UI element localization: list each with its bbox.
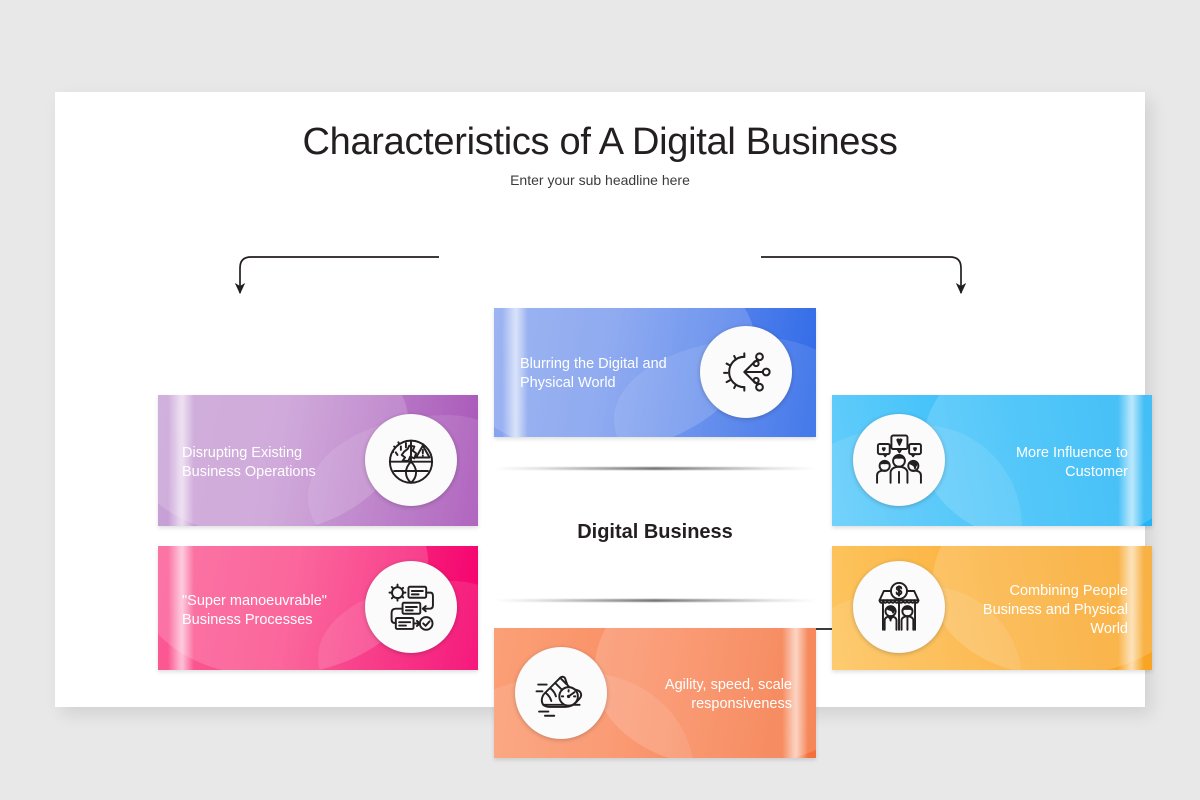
hub-divider-bottom <box>494 599 816 602</box>
card-more-influence-to-customer[interactable]: More Influence to Customer <box>832 395 1152 526</box>
gear-circuit-icon <box>700 326 792 418</box>
page-subtitle: Enter your sub headline here <box>510 172 690 188</box>
card-label: Agility, speed, scale responsiveness <box>664 677 792 712</box>
card-label: More Influence to Customer <box>1015 445 1128 480</box>
storefront-people-icon <box>853 561 945 653</box>
slide-panel: Characteristics of A Digital Business En… <box>55 92 1152 758</box>
card-label: Disrupting Existing Business Operations <box>182 445 316 480</box>
card-agility-speed-scale[interactable]: Agility, speed, scale responsiveness <box>494 628 816 758</box>
hub-label: Digital Business <box>577 521 733 543</box>
connector-blue-to-purple <box>234 256 439 295</box>
card-label: Combining People Business and Physical W… <box>982 583 1128 637</box>
page-title: Characteristics of A Digital Business <box>302 121 898 163</box>
card-disrupting-business-operations[interactable]: Disrupting Existing Business Operations <box>158 395 478 526</box>
card-combining-people-business-physical[interactable]: Combining People Business and Physical W… <box>832 546 1152 670</box>
card-label: "Super manoeuvrable" Business Processes <box>182 593 327 628</box>
running-shoe-speedometer-icon <box>515 647 607 739</box>
hub-divider-top <box>494 467 816 470</box>
people-hearts-icon <box>853 414 945 506</box>
globe-broken-gear-warning-icon <box>365 414 457 506</box>
process-workflow-icon <box>365 561 457 653</box>
connector-blue-to-cyan <box>761 256 967 295</box>
card-super-manoeuvrable-processes[interactable]: "Super manoeuvrable" Business Processes <box>158 546 478 670</box>
center-hub: Digital Business <box>494 462 816 607</box>
card-label: Blurring the Digital and Physical World <box>520 356 667 391</box>
card-blurring-digital-physical[interactable]: Blurring the Digital and Physical World <box>494 308 816 437</box>
